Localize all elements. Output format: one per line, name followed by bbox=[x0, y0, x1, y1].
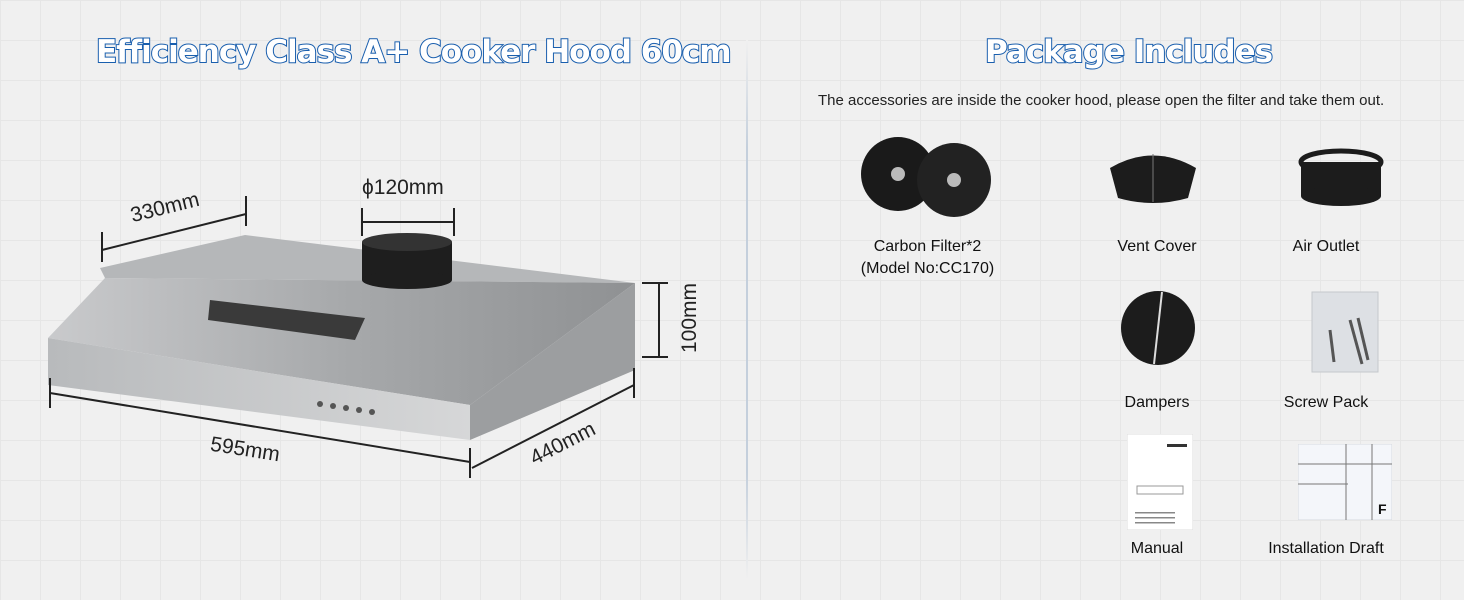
item-label: Carbon Filter*2 bbox=[873, 238, 982, 255]
hood-side bbox=[470, 283, 635, 440]
left-title: Efficiency Class A+ Cooker Hood 60cm bbox=[95, 33, 733, 71]
dimension-lines bbox=[49, 196, 668, 478]
vent-cover-image bbox=[1110, 154, 1196, 203]
duct-collar bbox=[362, 233, 452, 289]
svg-text:F: F bbox=[1378, 501, 1387, 517]
dim-duct: ϕ120mm bbox=[362, 176, 444, 199]
item-carbon-filter: Carbon Filter*2 (Model No:CC170) bbox=[840, 236, 1015, 280]
screw-pack-image bbox=[1311, 291, 1379, 373]
vent-grille bbox=[208, 300, 365, 340]
right-title: Package Includes bbox=[984, 33, 1274, 71]
item-sublabel: (Model No:CC170) bbox=[860, 260, 995, 277]
item-installation-draft: Installation Draft bbox=[1268, 540, 1384, 557]
installation-draft-image: F bbox=[1298, 444, 1392, 520]
dampers-image bbox=[1121, 291, 1195, 365]
air-outlet-image bbox=[1298, 148, 1384, 206]
dim-100: 100mm bbox=[678, 282, 702, 354]
item-dampers: Dampers bbox=[1124, 394, 1190, 411]
hood-front bbox=[48, 338, 470, 440]
package-subtitle: The accessories are inside the cooker ho… bbox=[818, 92, 1385, 109]
item-air-outlet: Air Outlet bbox=[1292, 238, 1360, 255]
divider bbox=[746, 40, 748, 580]
item-vent-cover: Vent Cover bbox=[1117, 238, 1197, 255]
item-manual: Manual bbox=[1130, 540, 1184, 557]
item-screw-pack: Screw Pack bbox=[1283, 394, 1369, 411]
cooker-hood-diagram bbox=[48, 196, 668, 478]
manual-image bbox=[1127, 434, 1193, 530]
hood-slope bbox=[48, 278, 635, 405]
carbon-filter-image bbox=[861, 137, 991, 217]
control-buttons bbox=[317, 401, 375, 415]
